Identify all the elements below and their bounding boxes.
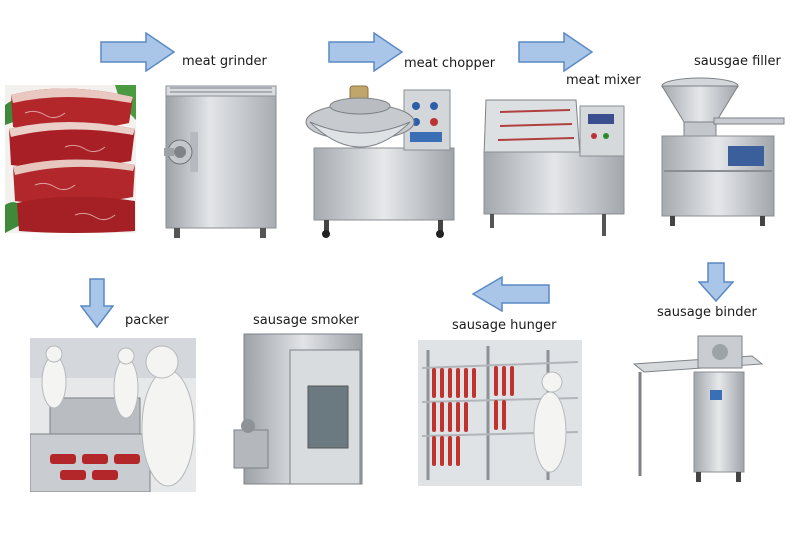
label-meat-grinder: meat grinder [182, 54, 267, 69]
meat-mixer-image [483, 99, 625, 236]
label-sausage-hunger: sausage hunger [452, 318, 557, 333]
label-meat-chopper: meat chopper [404, 56, 496, 71]
arrow-right-to-mixer [518, 32, 594, 72]
label-sausage-smoker: sausage smoker [253, 313, 359, 328]
label-packer: packer [125, 313, 169, 328]
meat-chopper-image [305, 85, 455, 238]
label-sausage-binder: sausage binder [657, 305, 757, 320]
meat-grinder-image [164, 85, 277, 238]
arrow-down-to-binder [698, 262, 734, 302]
arrow-down-to-packer [80, 278, 114, 328]
arrow-left-to-hunger [472, 276, 550, 312]
arrow-right-to-grinder [100, 32, 176, 72]
raw-meat-image [5, 85, 136, 233]
sausage-filler-image [661, 77, 785, 226]
label-meat-mixer: meat mixer [566, 73, 641, 88]
label-sausage-filler: sausgae filler [694, 54, 781, 69]
sausage-hunger-image [418, 340, 582, 486]
sausage-binder-image [632, 335, 764, 482]
sausage-smoker-image [233, 333, 363, 485]
arrow-right-to-chopper [328, 32, 404, 72]
packer-image [30, 338, 196, 492]
